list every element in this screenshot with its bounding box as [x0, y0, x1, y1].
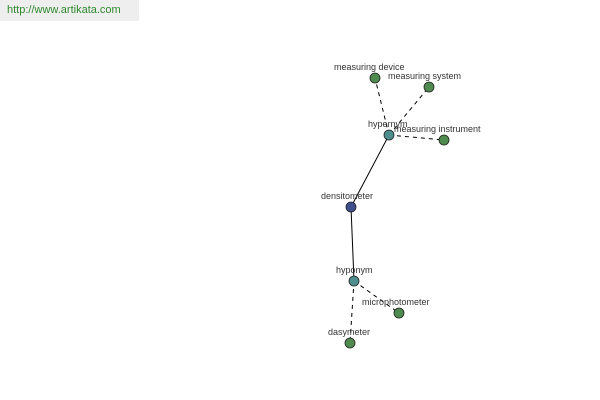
- node-dasymeter[interactable]: dasymeter: [328, 327, 370, 349]
- edge-hypernym-measuring-instrument: [388, 134, 445, 141]
- node-hypernym-label[interactable]: hypernym: [368, 119, 408, 129]
- node-measuring-device[interactable]: measuring device: [334, 62, 405, 84]
- edge-root-hyponym: [350, 206, 355, 282]
- node-microphotometer[interactable]: microphotometer: [362, 297, 430, 319]
- edge-hypernym-measuring-device: [374, 77, 390, 136]
- node-densitometer[interactable]: densitometer: [321, 191, 373, 213]
- node-hyponym[interactable]: hyponym: [336, 265, 373, 287]
- node-measuring-instrument-dot[interactable]: [438, 134, 450, 146]
- node-hypernym[interactable]: hypernym: [368, 119, 408, 141]
- node-measuring-system-label[interactable]: measuring system: [388, 71, 461, 81]
- edge-root-hypernym: [350, 134, 390, 208]
- edge-hypernym-measuring-system: [388, 86, 430, 136]
- node-densitometer-dot[interactable]: [345, 201, 357, 213]
- edge-hyponym-microphotometer: [353, 280, 400, 314]
- node-hypernym-dot[interactable]: [383, 129, 395, 141]
- node-measuring-system[interactable]: measuring system: [388, 71, 461, 93]
- node-measuring-device-dot[interactable]: [369, 72, 381, 84]
- node-hyponym-dot[interactable]: [348, 275, 360, 287]
- node-measuring-instrument-label[interactable]: measuring instrument: [394, 124, 481, 134]
- node-measuring-system-dot[interactable]: [423, 81, 435, 93]
- graph-nodes: measuring device measuring system measur…: [321, 62, 481, 349]
- node-measuring-device-label[interactable]: measuring device: [334, 62, 405, 72]
- edge-hyponym-dasymeter: [349, 280, 355, 344]
- node-dasymeter-label[interactable]: dasymeter: [328, 327, 370, 337]
- node-dasymeter-dot[interactable]: [344, 337, 356, 349]
- node-microphotometer-label[interactable]: microphotometer: [362, 297, 430, 307]
- graph-edges: [349, 77, 445, 344]
- node-densitometer-label[interactable]: densitometer: [321, 191, 373, 201]
- site-watermark[interactable]: http://www.artikata.com: [0, 0, 139, 21]
- node-microphotometer-dot[interactable]: [393, 307, 405, 319]
- node-hyponym-label[interactable]: hyponym: [336, 265, 373, 275]
- node-measuring-instrument[interactable]: measuring instrument: [394, 124, 481, 146]
